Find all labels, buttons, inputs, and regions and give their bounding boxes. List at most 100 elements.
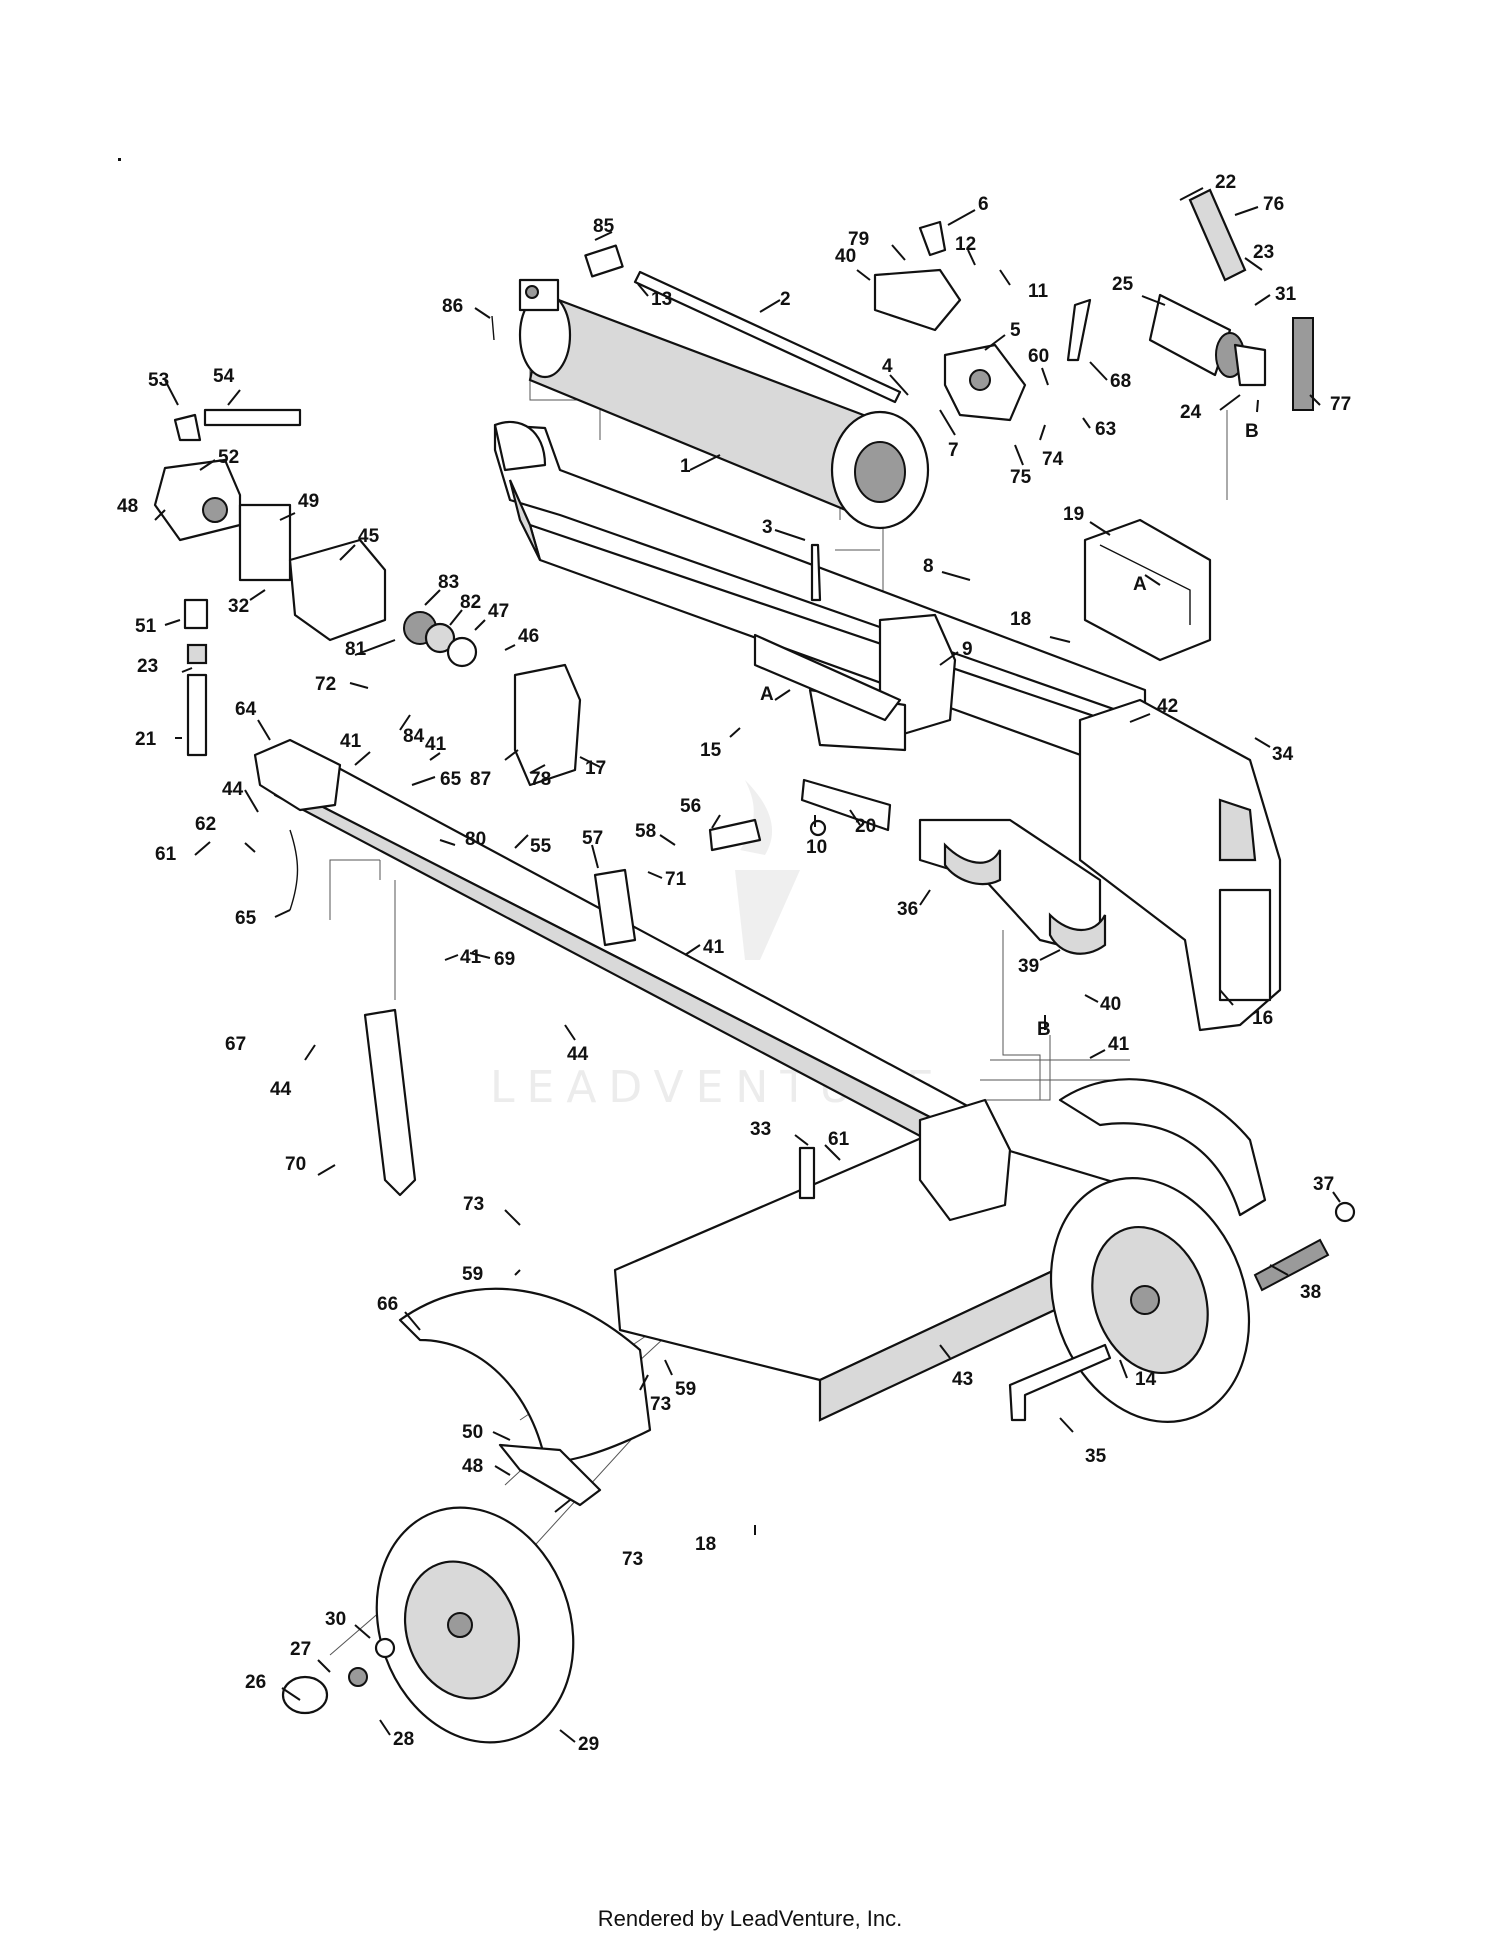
- shaft-coupler: [403, 611, 478, 668]
- callout-49: 49: [298, 491, 319, 512]
- watermark-logo: [735, 780, 800, 960]
- callout-24: 24: [1180, 402, 1202, 423]
- callout-31: 31: [1275, 284, 1297, 305]
- callout-B: B: [1245, 421, 1259, 442]
- callout-labels: 1 2 3 4 5 6 7 8 9 10 11 12 13 14 15 16 1…: [117, 172, 1351, 1755]
- callout-67: 67: [225, 1034, 246, 1055]
- callout-19: 19: [1063, 504, 1084, 525]
- callout-79: 79: [848, 229, 869, 250]
- splitting-wedge: [753, 613, 957, 752]
- safety-chain: [289, 829, 299, 911]
- callout-54: 54: [213, 366, 235, 387]
- stray-dot: [118, 158, 121, 161]
- callout-34: 34: [1272, 744, 1294, 765]
- callout-80: 80: [465, 829, 486, 850]
- wheel-nut: [1334, 1201, 1356, 1223]
- callout-71: 71: [665, 869, 687, 890]
- callout-22: 22: [1215, 172, 1236, 193]
- callout-17: 17: [585, 758, 606, 779]
- callout-21: 21: [135, 729, 157, 750]
- callout-48b: 48: [462, 1456, 483, 1477]
- tongue-coupler: [253, 738, 342, 812]
- tongue-bracket: [593, 868, 637, 947]
- callout-16: 16: [1252, 1008, 1273, 1029]
- callout-75: 75: [1010, 467, 1032, 488]
- callout-28: 28: [393, 1729, 414, 1750]
- callout-39: 39: [1018, 956, 1039, 977]
- callout-50: 50: [462, 1422, 483, 1443]
- callout-60: 60: [1028, 346, 1049, 367]
- callout-73c: 73: [622, 1549, 643, 1570]
- callout-23: 23: [1253, 242, 1274, 263]
- callout-30: 30: [325, 1609, 346, 1630]
- left-wheel: [375, 1506, 575, 1744]
- callout-40: 40: [1100, 994, 1121, 1015]
- callout-15: 15: [700, 740, 722, 761]
- callout-4: 4: [882, 356, 893, 377]
- cotter-pin: [491, 315, 495, 341]
- coupler-guard: [288, 538, 387, 642]
- callout-13: 13: [651, 289, 672, 310]
- hitch-pin-handle: [708, 818, 762, 852]
- callout-42: 42: [1157, 696, 1178, 717]
- callout-55: 55: [530, 836, 552, 857]
- callout-25: 25: [1112, 274, 1134, 295]
- callout-77: 77: [1330, 394, 1351, 415]
- callout-57: 57: [582, 828, 603, 849]
- callout-40b: 40: [835, 246, 856, 267]
- callout-76: 76: [1263, 194, 1284, 215]
- elbow-fitting: [918, 220, 947, 257]
- callout-A: A: [1133, 574, 1147, 595]
- callout-41: 41: [340, 731, 362, 752]
- callout-86: 86: [442, 296, 463, 317]
- callout-59b: 59: [675, 1379, 696, 1400]
- callout-3: 3: [762, 517, 773, 538]
- callout-8: 8: [923, 556, 934, 577]
- callout-B2: B: [1037, 1019, 1051, 1040]
- callout-66: 66: [377, 1294, 398, 1315]
- jack-stand: [363, 1008, 417, 1197]
- pump-elbow: [173, 413, 202, 442]
- callout-70: 70: [285, 1154, 306, 1175]
- callout-20: 20: [855, 816, 876, 837]
- callout-82: 82: [460, 592, 481, 613]
- callout-43: 43: [952, 1369, 973, 1390]
- engine-mount-plate: [513, 663, 582, 787]
- callout-41c: 41: [460, 947, 482, 968]
- callout-27: 27: [290, 1639, 311, 1660]
- callout-44b: 44: [567, 1044, 589, 1065]
- left-fender: [398, 1287, 652, 1463]
- callout-83: 83: [438, 572, 459, 593]
- callout-23b: 23: [137, 656, 158, 677]
- callout-87: 87: [470, 769, 491, 790]
- callout-65b: 65: [235, 908, 257, 929]
- callout-35: 35: [1085, 1446, 1107, 1467]
- callout-41b: 41: [425, 734, 447, 755]
- beam-end-foot: [1078, 698, 1282, 1032]
- callout-59: 59: [462, 1264, 483, 1285]
- hub-cap: [281, 1675, 329, 1715]
- callout-51: 51: [135, 616, 157, 637]
- callout-53: 53: [148, 370, 169, 391]
- beam-bracket: [1083, 518, 1212, 662]
- callout-48: 48: [117, 496, 138, 517]
- callout-45: 45: [358, 526, 380, 547]
- callout-52: 52: [218, 447, 239, 468]
- callout-11: 11: [1028, 281, 1049, 302]
- oil-filter: [1148, 293, 1245, 378]
- callout-68: 68: [1110, 371, 1131, 392]
- callout-18b: 18: [695, 1534, 716, 1555]
- callout-41e: 41: [1108, 1034, 1130, 1055]
- log-cradle: [918, 818, 1107, 955]
- callout-65: 65: [440, 769, 462, 790]
- callout-46: 46: [518, 626, 539, 647]
- callout-64: 64: [235, 699, 257, 720]
- callout-73b: 73: [650, 1394, 671, 1415]
- callout-6: 6: [978, 194, 989, 215]
- callout-38: 38: [1300, 1282, 1321, 1303]
- leader-lines: [154, 187, 1341, 1743]
- callout-78: 78: [530, 769, 551, 790]
- right-fender: [1058, 1078, 1267, 1217]
- callout-61: 61: [155, 844, 177, 865]
